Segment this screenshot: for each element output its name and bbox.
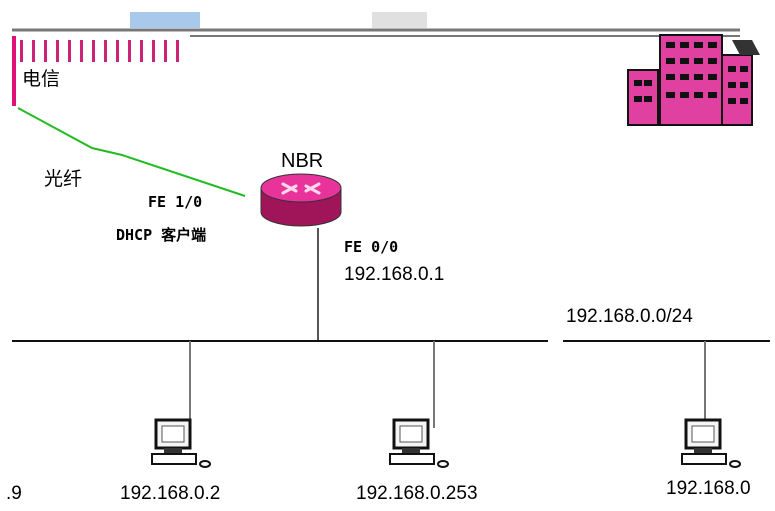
lan-subnet-label: 192.168.0.0/24 [566, 306, 693, 327]
host-ip-label: 192.168.0.253 [356, 483, 478, 504]
building-icon [627, 34, 760, 126]
host-ip-label: 192.168.0.2 [120, 483, 221, 504]
computer-icon [151, 418, 211, 468]
host-ip-label: .9 [6, 483, 22, 504]
fiber-label: 光纤 [44, 168, 83, 190]
computer-icon [681, 418, 741, 468]
fiber-link [17, 107, 246, 197]
top-banner [12, 12, 740, 106]
wan-interface-label: FE 1/0 [148, 193, 203, 211]
isp-cloud-edge-icon [12, 36, 179, 106]
wan-mode-label: DHCP 客户端 [116, 226, 207, 244]
isp-label: 电信 [22, 68, 61, 90]
lan-interface-label: FE 0/0 [344, 238, 399, 256]
router-name: NBR [281, 150, 324, 172]
router-icon [260, 173, 342, 227]
computer-icon [389, 418, 449, 468]
router-lan-ip: 192.168.0.1 [344, 264, 445, 285]
host-ip-label: 192.168.0 [666, 478, 751, 499]
